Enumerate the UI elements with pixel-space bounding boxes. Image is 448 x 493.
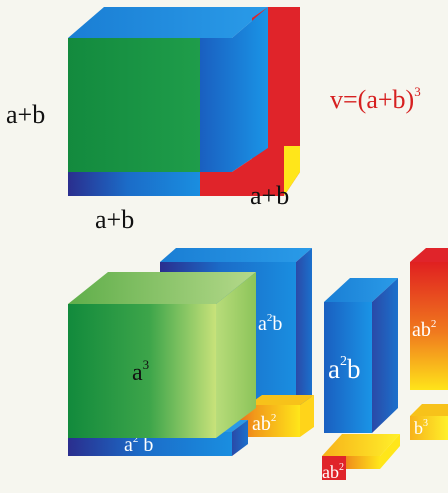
cube-red-bottom-band (200, 148, 284, 196)
ab2-mid-label: ab2 (252, 412, 276, 435)
a2b-right-label: a2b (328, 354, 360, 384)
volume-formula: v=(a+b)3 (330, 84, 421, 114)
a2b-back-label: a2b (258, 312, 282, 335)
depth-edge-label: a+b (250, 181, 289, 210)
ab2-bottom-label: ab2 (322, 462, 344, 482)
piece-b-cubed: b3 (410, 404, 448, 440)
piece-ab2-right: ab2 (410, 248, 448, 390)
ab2-right-label: ab2 (412, 318, 436, 341)
formula-exponent: 3 (414, 84, 421, 99)
piece-a2b-right: a2b (324, 278, 398, 433)
left-edge-label: a+b (6, 100, 45, 129)
bottom-edge-label: a+b (95, 205, 134, 234)
cube-yellow-corner (284, 146, 300, 196)
cube-top-face (68, 7, 268, 38)
piece-ab2-bottom: ab2 (322, 434, 400, 482)
a2b-bottom-label: a2 b (124, 433, 153, 456)
piece-a-cubed: a3 (68, 272, 256, 438)
b-cubed-label: b3 (414, 418, 428, 438)
cube-right-face (200, 7, 268, 172)
a-cubed-label: a3 (132, 357, 149, 386)
cube-bottom-slab (68, 172, 200, 196)
cube-front-face (68, 38, 200, 172)
assembled-cube (68, 7, 300, 196)
